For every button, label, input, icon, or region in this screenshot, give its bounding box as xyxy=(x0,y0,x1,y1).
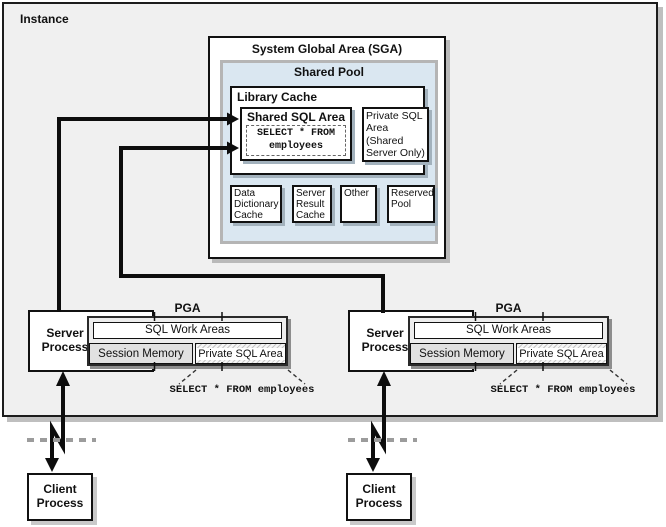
shared-sql-statement: SELECT * FROM employees xyxy=(246,125,346,156)
pga-private-sql-area-label: Private SQL Area xyxy=(196,347,285,360)
pga-statement-left: SELECT * FROM employees xyxy=(169,384,315,396)
arrowhead-icon xyxy=(45,458,59,472)
client-process-box-left: Client Process xyxy=(27,473,93,521)
sga-title: System Global Area (SGA) xyxy=(251,42,403,56)
pga-box-right: SQL Work Areas Session Memory Private SQ… xyxy=(408,316,609,366)
sql-work-areas-box: SQL Work Areas xyxy=(414,322,603,339)
shared-pool-box: Shared Pool Library Cache Shared SQL Are… xyxy=(220,60,438,244)
shared-sql-area-title: Shared SQL Area xyxy=(246,110,346,124)
pga-private-sql-area-box: Private SQL Area xyxy=(195,343,286,364)
client-process-label: Client Process xyxy=(355,482,403,510)
client-process-box-right: Client Process xyxy=(346,473,412,521)
session-memory-box: Session Memory xyxy=(89,343,193,364)
session-memory-box: Session Memory xyxy=(410,343,514,364)
reserved-pool-box: Reserved Pool xyxy=(387,185,435,223)
shared-pool-title: Shared Pool xyxy=(293,65,364,79)
client-process-label: Client Process xyxy=(36,482,84,510)
pga-box-left: SQL Work Areas Session Memory Private SQ… xyxy=(87,316,288,366)
private-sql-area-shared-server-box: Private SQL Area (Shared Server Only) xyxy=(362,107,429,162)
server-result-cache-box: Server Result Cache xyxy=(292,185,332,223)
arrowhead-icon xyxy=(366,458,380,472)
library-cache-title: Library Cache xyxy=(237,90,318,104)
pga-title-right: PGA xyxy=(495,301,522,315)
server-process-label: Server Process xyxy=(41,326,89,354)
sql-work-areas-box: SQL Work Areas xyxy=(93,322,282,339)
shared-sql-area-box: Shared SQL Area SELECT * FROM employees xyxy=(240,107,352,161)
pga-statement-right: SELECT * FROM employees xyxy=(490,384,636,396)
data-dictionary-cache-box: Data Dictionary Cache xyxy=(230,185,282,223)
pga-private-sql-area-box: Private SQL Area xyxy=(516,343,607,364)
sga-box: System Global Area (SGA) Shared Pool Lib… xyxy=(208,36,446,259)
library-cache-box: Library Cache Shared SQL Area SELECT * F… xyxy=(230,86,429,175)
instance-label: Instance xyxy=(20,12,69,26)
pga-title-left: PGA xyxy=(174,301,201,315)
pga-private-sql-area-label: Private SQL Area xyxy=(517,347,606,360)
server-process-label: Server Process xyxy=(361,326,409,354)
other-box: Other xyxy=(340,185,377,223)
